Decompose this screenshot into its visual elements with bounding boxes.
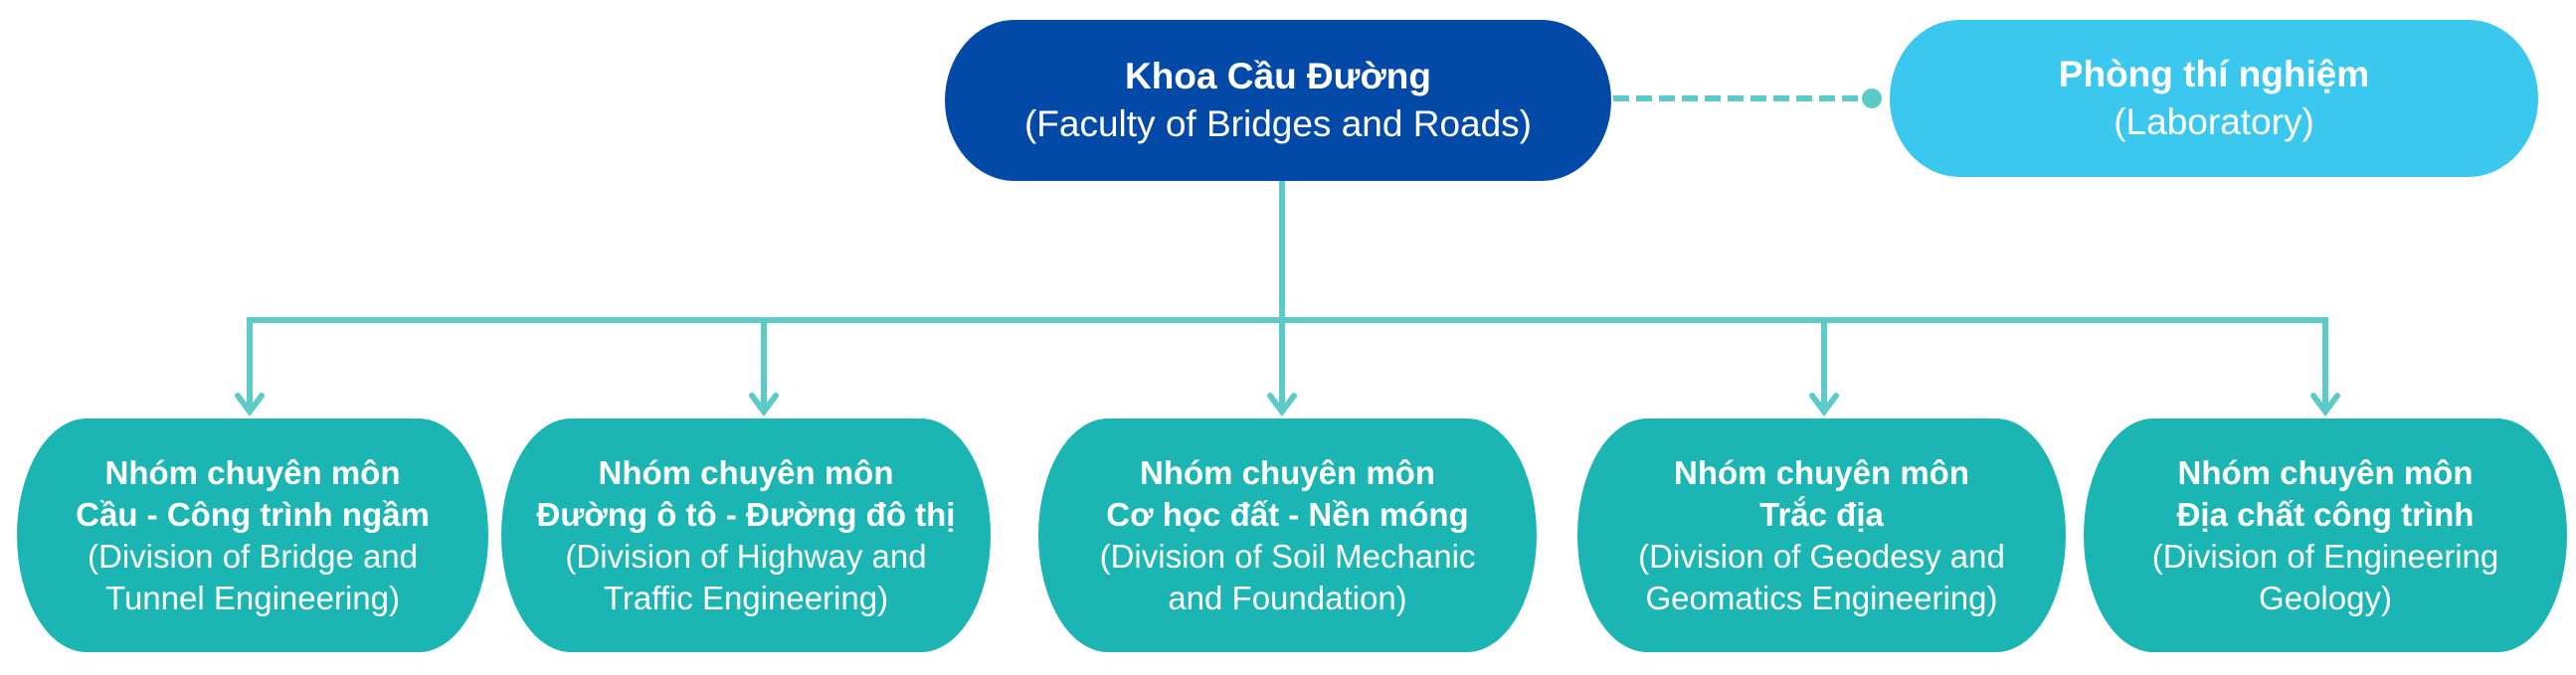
arrow-down-icon bbox=[235, 317, 265, 417]
arrow-down-icon bbox=[2310, 317, 2340, 417]
arrow-down-icon bbox=[1267, 317, 1297, 417]
division-english: (Division of Bridge and bbox=[88, 537, 418, 575]
division-english: (Division of Highway and bbox=[565, 537, 927, 575]
division-english: Geomatics Engineering) bbox=[1645, 579, 1998, 616]
laboratory-title: Phòng thí nghiệm bbox=[2058, 54, 2370, 94]
faculty-title: Khoa Cầu Đường bbox=[1125, 56, 1431, 96]
division-node-bridge-tunnel: Nhóm chuyên môn Cầu - Công trình ngầm (D… bbox=[17, 419, 488, 652]
faculty-subtitle: (Faculty of Bridges and Roads) bbox=[1023, 103, 1532, 144]
division-english: Geology) bbox=[2259, 579, 2392, 616]
arrow-down-icon bbox=[1809, 317, 1839, 417]
division-name: Cầu - Công trình ngầm bbox=[76, 495, 430, 533]
division-node-geodesy: Nhóm chuyên môn Trắc địa (Division of Ge… bbox=[1577, 419, 2066, 652]
division-name: Đường ô tô - Đường đô thị bbox=[536, 495, 956, 533]
division-english: Tunnel Engineering) bbox=[105, 579, 400, 616]
division-english: and Foundation) bbox=[1168, 579, 1407, 616]
division-english: (Division of Engineering bbox=[2151, 537, 2499, 575]
arrow-down-icon bbox=[749, 317, 779, 417]
faculty-node: Khoa Cầu Đường (Faculty of Bridges and R… bbox=[945, 20, 1611, 181]
connector-dot bbox=[1862, 88, 1882, 108]
division-english: (Division of Geodesy and bbox=[1638, 537, 2005, 575]
division-name: Địa chất công trình bbox=[2176, 495, 2475, 533]
division-label: Nhóm chuyên môn bbox=[2177, 453, 2474, 491]
laboratory-node: Phòng thí nghiệm (Laboratory) bbox=[1890, 20, 2538, 177]
laboratory-subtitle: (Laboratory) bbox=[2114, 101, 2314, 142]
division-label: Nhóm chuyên môn bbox=[598, 453, 894, 491]
division-node-geology: Nhóm chuyên môn Địa chất công trình (Div… bbox=[2084, 419, 2567, 652]
division-label: Nhóm chuyên môn bbox=[1673, 453, 1970, 491]
division-label: Nhóm chuyên môn bbox=[104, 453, 401, 491]
division-name: Trắc địa bbox=[1759, 495, 1884, 533]
division-node-highway-traffic: Nhóm chuyên môn Đường ô tô - Đường đô th… bbox=[501, 419, 991, 652]
division-name: Cơ học đất - Nền móng bbox=[1106, 495, 1469, 533]
division-label: Nhóm chuyên môn bbox=[1139, 453, 1436, 491]
division-node-soil-foundation: Nhóm chuyên môn Cơ học đất - Nền móng (D… bbox=[1038, 419, 1537, 652]
division-english: Traffic Engineering) bbox=[603, 579, 889, 616]
division-english: (Division of Soil Mechanic bbox=[1099, 537, 1476, 575]
